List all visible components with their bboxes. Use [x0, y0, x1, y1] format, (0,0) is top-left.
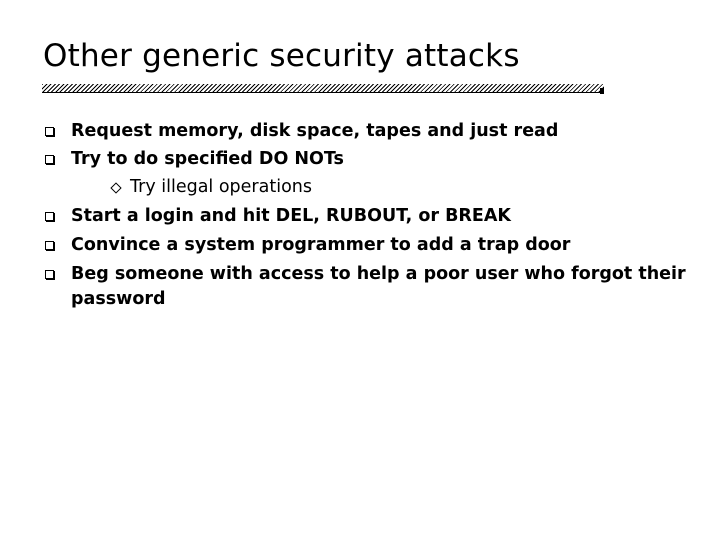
- square-bullet-icon: [45, 270, 54, 279]
- square-bullet-icon: [45, 212, 54, 221]
- bullet-item: Try to do specified DO NOTs: [71, 149, 344, 169]
- square-bullet-icon: [45, 155, 54, 164]
- bullet-item: Request memory, disk space, tapes and ju…: [71, 121, 559, 141]
- diamond-bullet-icon: [110, 182, 122, 194]
- slide-title: Other generic security attacks: [43, 38, 520, 74]
- bullet-item: Convince a system programmer to add a tr…: [71, 235, 571, 255]
- bullet-item: Start a login and hit DEL, RUBOUT, or BR…: [71, 206, 511, 226]
- sub-bullet-item: Try illegal operations: [130, 177, 312, 197]
- square-bullet-icon: [45, 127, 54, 136]
- bullet-item-continuation: password: [71, 289, 166, 309]
- title-underline-end: [600, 88, 604, 94]
- bullet-item: Beg someone with access to help a poor u…: [71, 264, 686, 284]
- title-underline: [42, 84, 604, 93]
- square-bullet-icon: [45, 241, 54, 250]
